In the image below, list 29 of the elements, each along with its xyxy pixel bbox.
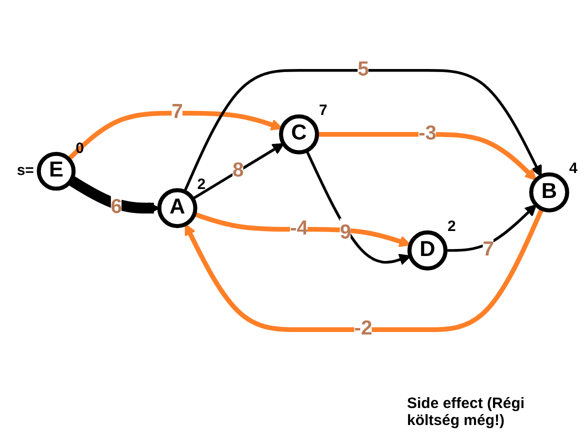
- arrow: [192, 143, 284, 200]
- edge-label: 6: [110, 196, 122, 219]
- edge-label: 8: [232, 158, 244, 182]
- distance-label: 7: [318, 102, 328, 120]
- node-circle: B: [529, 172, 570, 212]
- edge-label: -2: [354, 317, 372, 340]
- distance-label: 2: [447, 218, 456, 236]
- arrow: [305, 150, 411, 266]
- edge-label: 5: [358, 58, 369, 81]
- arrow: [194, 212, 411, 248]
- arrow: [68, 176, 160, 214]
- edge-label: 9: [340, 221, 352, 244]
- source-label: s=: [16, 162, 34, 180]
- node-circle: D: [407, 230, 448, 270]
- node-circle: A: [157, 188, 198, 228]
- arrow: [183, 68, 542, 192]
- distance-label: 4: [569, 160, 578, 178]
- arrow: [67, 110, 283, 161]
- arrow: [445, 204, 537, 252]
- edge-label: -3: [418, 122, 437, 145]
- node-circle: E: [36, 152, 76, 191]
- edge-label: 7: [482, 238, 494, 261]
- distance-label: 2: [197, 176, 206, 194]
- arrow: [317, 132, 537, 181]
- caption: Side effect (Régi költség még!): [407, 395, 526, 429]
- arrow: [184, 208, 544, 332]
- node-circle: C: [279, 114, 320, 154]
- edge-label: -4: [290, 216, 308, 240]
- edge-label: 7: [172, 100, 183, 124]
